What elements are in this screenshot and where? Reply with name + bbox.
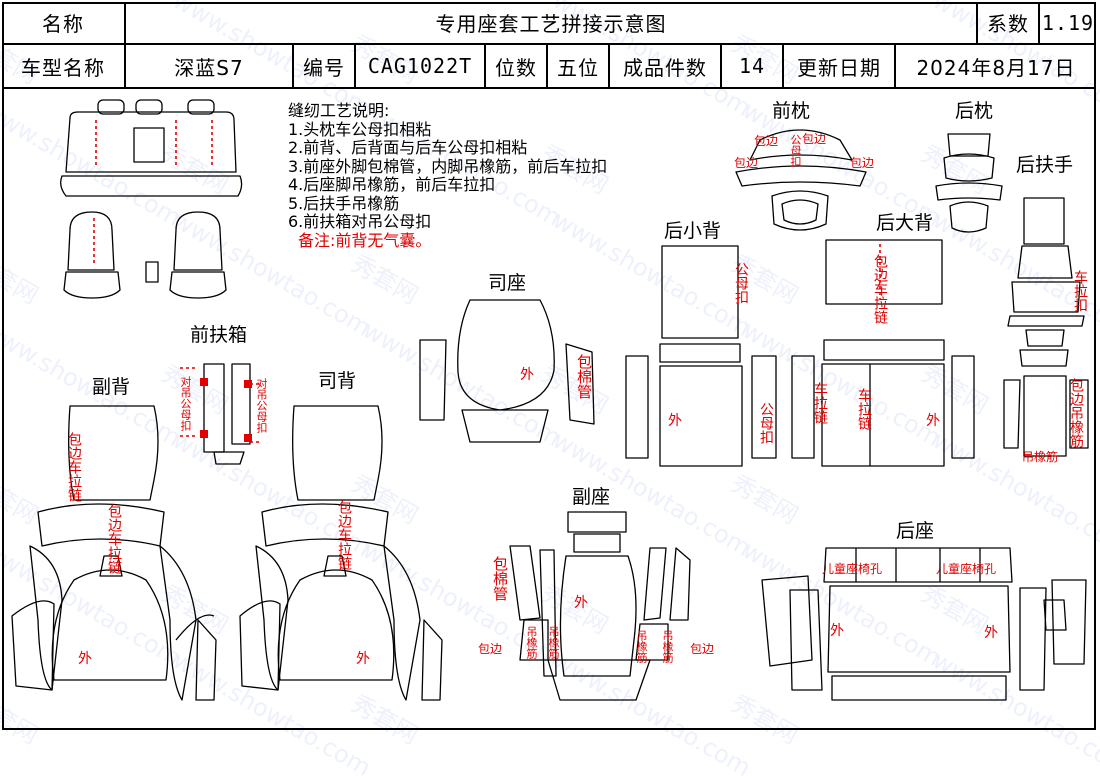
- note-item-1: 1.头枕车公母扣相粘: [288, 119, 432, 139]
- annotation-baobian-2: 包边: [802, 132, 827, 146]
- annotation-big-back-baobian-lalian: 包边车拉链: [872, 254, 888, 324]
- section-driver-seat: 司座: [488, 272, 527, 294]
- section-front-console: 前扶箱: [190, 324, 248, 346]
- sheet-frame: [2, 2, 1096, 730]
- section-rear-headrest: 后枕: [955, 100, 994, 122]
- section-rear-small-back: 后小背: [664, 220, 722, 242]
- rear-small-back-pieces: [625, 245, 777, 467]
- annotation-baobian-1: 包边: [754, 134, 779, 148]
- front-headrest-pieces: [735, 129, 867, 231]
- annotation-child-seat-hole-2: 儿童座椅孔: [936, 562, 997, 576]
- annotation-small-back-outer: 外: [668, 413, 682, 429]
- notes-heading: 缝纫工艺说明:: [288, 101, 390, 120]
- annotation-passenger-seat-xiangjin-1: 吊橡筋: [525, 626, 538, 659]
- annotation-passenger-back-outer: 外: [78, 651, 92, 667]
- annotation-armrest-diao-xiangjin: 吊橡筋: [1022, 450, 1059, 464]
- rear-big-back-pieces: [791, 239, 975, 467]
- annotation-passenger-back-baobian-lalian-2: 包边车拉链: [106, 504, 122, 574]
- remark: 备注:前背无气囊。: [298, 230, 432, 250]
- annotation-small-back-gongmukou-2: 公母扣: [758, 402, 774, 444]
- name-label: 名称: [2, 2, 126, 43]
- code-label: 编号: [294, 45, 356, 87]
- annotation-armrest-baobian-xiangjin: 包边吊橡筋: [1068, 378, 1084, 448]
- driver-seat-pieces: [419, 299, 595, 443]
- annotation-rear-seat-outer-2: 外: [984, 625, 998, 641]
- annotation-big-back-che-lalian-1: 车拉链: [812, 382, 828, 424]
- annotation-rear-seat-outer-1: 外: [830, 623, 844, 639]
- note-item-3: 3.前座外脚包棉管，内脚吊橡筋，前后车拉扣: [288, 156, 608, 176]
- section-rear-big-back: 后大背: [876, 212, 934, 234]
- passenger-back-pieces: [11, 405, 217, 701]
- annotation-child-seat-hole-1: 儿童座椅孔: [822, 562, 883, 576]
- annotation-big-back-outer: 外: [926, 413, 940, 429]
- front-console-pieces: [203, 363, 251, 465]
- coef-value: 1.19: [1041, 10, 1095, 35]
- section-rear-armrest: 后扶手: [1016, 154, 1074, 176]
- annotation-passenger-back-baobian-lalian: 包边车拉链: [66, 432, 82, 502]
- rear-seat-pieces: [761, 547, 1087, 701]
- annotation-passenger-seat-xiangjin-4: 吊橡筋: [661, 630, 674, 663]
- passenger-seat-pieces: [509, 511, 691, 701]
- annotation-passenger-seat-xiangjin-2: 吊橡筋: [547, 626, 560, 659]
- rear-armrest-pieces: [1003, 197, 1089, 457]
- annotation-passenger-seat-xiangjin-3: 吊橡筋: [635, 630, 648, 663]
- annotation-passenger-seat-outer: 外: [574, 595, 588, 611]
- model-label: 车型名称: [2, 45, 126, 87]
- header-row-1: 名称 专用座套工艺拼接示意图 系数 1.19: [2, 2, 1096, 45]
- note-item-2: 2.前背、后背面与后车公母扣相粘: [288, 138, 528, 157]
- seats-label: 位数: [486, 45, 548, 87]
- rear-headrest-pieces: [935, 133, 1003, 233]
- annotation-big-back-che-lalian-2: 车拉链: [856, 388, 872, 430]
- sewing-notes: 缝纫工艺说明: 1.头枕车公母扣相粘 2.前背、后背面与后车公母扣相粘 3.前座…: [288, 101, 608, 250]
- note-item-4: 4.后座脚吊橡筋，前后车拉扣: [288, 175, 496, 194]
- annotation-driver-seat-outer: 外: [520, 367, 534, 383]
- date-value: 2024年8月17日: [916, 55, 1076, 80]
- pattern-diagram: [11, 99, 1089, 701]
- annotation-front-headrest-gongmukou: 公母扣: [789, 134, 802, 167]
- annotation-driver-seat-mianguan: 包棉管: [575, 354, 593, 399]
- pieces-label: 成品件数: [610, 45, 722, 87]
- section-passenger-seat: 副座: [572, 486, 611, 508]
- code-value: CAG1022T: [356, 45, 486, 87]
- section-rear-seat: 后座: [896, 520, 935, 542]
- sheet-title: 专用座套工艺拼接示意图: [126, 2, 978, 43]
- annotation-driver-back-baobian-lalian: 包边车拉链: [336, 500, 352, 570]
- header-row-2: 车型名称 深蓝S7 编号 CAG1022T 位数 五位 成品件数 14 更新日期…: [2, 45, 1096, 89]
- section-passenger-back: 副背: [92, 376, 131, 398]
- annotation-baobian-3: 包边: [734, 156, 759, 170]
- note-item-5: 5.后扶手吊橡筋: [288, 193, 400, 213]
- annotation-armrest-che-lakou: 车拉扣: [1072, 270, 1088, 312]
- annotation-console-dui-diao-1: 对吊公母扣: [179, 376, 192, 431]
- annotation-driver-back-outer: 外: [356, 651, 370, 667]
- reference-front-seat-icon: [63, 211, 227, 299]
- section-driver-back: 司背: [318, 370, 357, 392]
- annotation-console-dui-diao-2: 对吊公母扣: [255, 378, 268, 433]
- date-label: 更新日期: [784, 45, 896, 87]
- annotation-passenger-seat-baobian-1: 包边: [478, 642, 503, 656]
- annotation-baobian-4: 包边: [850, 156, 875, 170]
- annotation-passenger-seat-mianguan: 包棉管: [491, 556, 509, 601]
- red-markers: [200, 378, 252, 442]
- pieces-value: 14: [722, 45, 784, 87]
- model-value: 深蓝S7: [126, 45, 294, 87]
- coef-label: 系数: [978, 2, 1040, 43]
- red-seam-marks: [93, 120, 881, 443]
- reference-rear-seat-icon: [60, 99, 243, 197]
- note-item-6: 6.前扶箱对吊公母扣: [288, 212, 432, 231]
- annotation-small-back-gongmukou: 公母扣: [733, 262, 749, 304]
- seats-value: 五位: [548, 45, 610, 87]
- driver-back-pieces: [239, 405, 443, 701]
- annotation-passenger-seat-baobian-2: 包边: [690, 642, 715, 656]
- section-front-headrest: 前枕: [772, 100, 811, 122]
